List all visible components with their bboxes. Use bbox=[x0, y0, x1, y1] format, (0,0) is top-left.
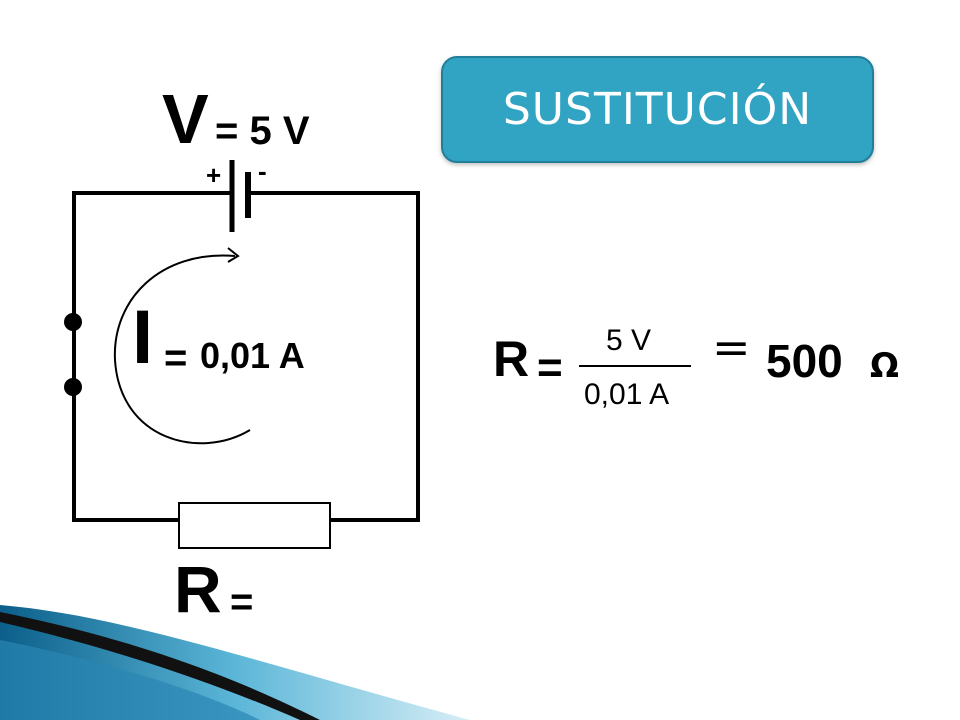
current-equals: = bbox=[164, 336, 188, 380]
title-box: SUSTITUCIÓN bbox=[441, 56, 874, 163]
formula-denominator: 0,01 A bbox=[584, 378, 670, 411]
slide-title: SUSTITUCIÓN bbox=[502, 84, 813, 135]
resistance-equals: = bbox=[230, 580, 254, 624]
formula-lhs-equals: = bbox=[537, 343, 563, 392]
current-value: 0,01 A bbox=[200, 335, 305, 376]
formula-numerator: 5 V bbox=[606, 324, 652, 357]
formula-lhs-symbol: R bbox=[493, 331, 530, 387]
current-symbol: I bbox=[132, 295, 154, 380]
terminal-dot-top bbox=[64, 313, 82, 331]
resistor-symbol bbox=[178, 502, 331, 549]
resistance-symbol: R bbox=[174, 552, 222, 626]
current-arrow-head-icon bbox=[227, 247, 240, 263]
terminal-dot-bottom bbox=[64, 378, 82, 396]
voltage-symbol: V bbox=[162, 80, 209, 158]
current-arrow-arc bbox=[113, 254, 251, 445]
formula-result-unit: Ω bbox=[870, 346, 899, 386]
battery-plus-label: + bbox=[206, 160, 222, 190]
formula-result-value: 500 bbox=[766, 335, 843, 387]
circuit-wires bbox=[72, 191, 420, 522]
battery-minus-label: - bbox=[258, 156, 267, 186]
voltage-value: = 5 V bbox=[215, 109, 310, 153]
formula-result-equals: = bbox=[712, 320, 751, 374]
